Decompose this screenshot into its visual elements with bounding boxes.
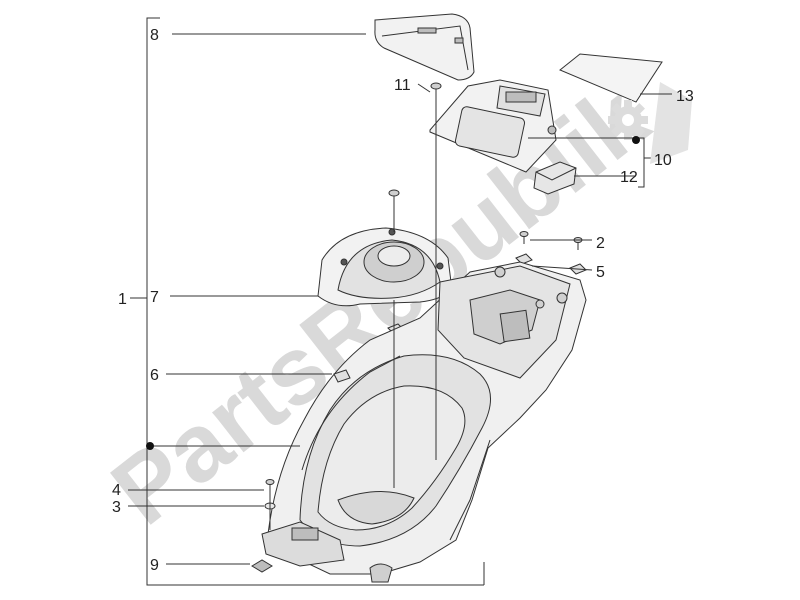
gear-icon [608,100,648,140]
part-6-clip [333,369,351,383]
part-2-screws [519,231,583,250]
callout-labels: 1 2 3 4 5 6 7 8 9 10 11 12 13 [112,27,694,574]
callout-11: 11 [394,77,411,94]
callout-6: 6 [150,367,159,384]
callout-10: 10 [654,152,672,169]
callout-5: 5 [596,264,605,281]
part-7-cover [317,227,453,307]
callout-1: 1 [118,291,127,308]
callout-2: 2 [596,235,605,252]
group-bracket [130,17,485,586]
part-9-clip [251,559,273,573]
bracket-10 [638,137,652,188]
callout-9: 9 [150,557,159,574]
callout-4: 4 [112,482,121,499]
dot-group-1 [146,442,154,450]
watermark-shape [650,82,692,164]
part-13-card [559,53,663,103]
part-11-screw [430,82,442,100]
leader-lines [128,33,672,565]
part-8-cover [374,13,475,81]
callout-8: 8 [150,27,159,44]
part-4-screw [265,479,275,494]
part-1-compartment [261,261,587,583]
part-12-clip [533,161,577,195]
part-10-lid [429,79,557,173]
dot-group-10 [632,136,640,144]
callout-12: 12 [620,169,638,186]
screw-7 [388,189,400,206]
callout-13: 13 [676,88,694,105]
callout-7: 7 [150,289,159,306]
callout-3: 3 [112,499,121,516]
